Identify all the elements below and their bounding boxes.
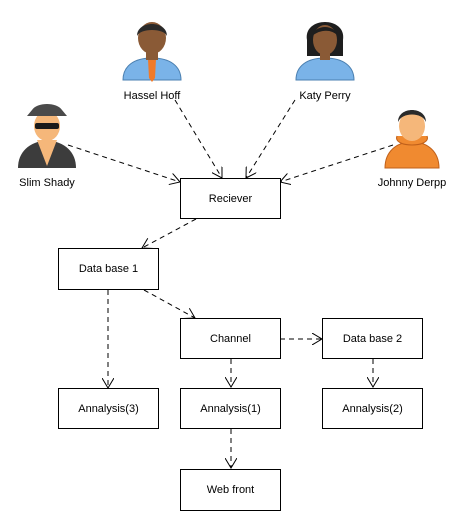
edge-receiver-database1 — [142, 218, 197, 248]
analysis1-label: Annalysis(1) — [200, 402, 261, 415]
webfront-label: Web front — [206, 484, 255, 496]
database2-node: Data base 2 — [322, 318, 423, 359]
database1-node: Data base 1 — [58, 248, 159, 290]
actor-label-katy-perry: Katy Perry — [299, 90, 351, 102]
slim-shady-actor-icon — [18, 104, 76, 168]
analysis3-node: Annalysis(3) — [58, 388, 159, 429]
analysis2-label: Annalysis(2) — [342, 402, 403, 415]
analysis2-node: Annalysis(2) — [322, 388, 423, 429]
analysis1-node: Annalysis(1) — [180, 388, 281, 429]
edge-database1-channel — [143, 289, 195, 318]
katy-perry-actor-icon — [295, 22, 355, 81]
edge-katyperry-receiver — [246, 99, 296, 178]
channel-label: Channel — [210, 332, 251, 345]
analysis3-label: Annalysis(3) — [78, 402, 139, 415]
channel-node: Channel — [180, 318, 281, 359]
database1-label: Data base 1 — [78, 263, 139, 275]
actor-label-johnny-derpp: Johnny Derpp — [377, 177, 447, 189]
receiver-label: Reciever — [208, 192, 253, 205]
database2-label: Data base 2 — [342, 332, 403, 345]
hassel-hoff-actor-icon — [122, 22, 182, 82]
edge-johnnyderpp-receiver — [280, 144, 394, 182]
actor-label-slim-shady: Slim Shady — [19, 177, 75, 189]
edge-slimshady-receiver — [67, 144, 180, 182]
johnny-derpp-actor-icon — [384, 110, 440, 169]
edge-hasselhoff-receiver — [174, 99, 222, 178]
webfront-node: Web front — [180, 469, 281, 511]
receiver-node: Reciever — [180, 178, 281, 219]
actor-label-hassel-hoff: Hassel Hoff — [123, 90, 181, 102]
